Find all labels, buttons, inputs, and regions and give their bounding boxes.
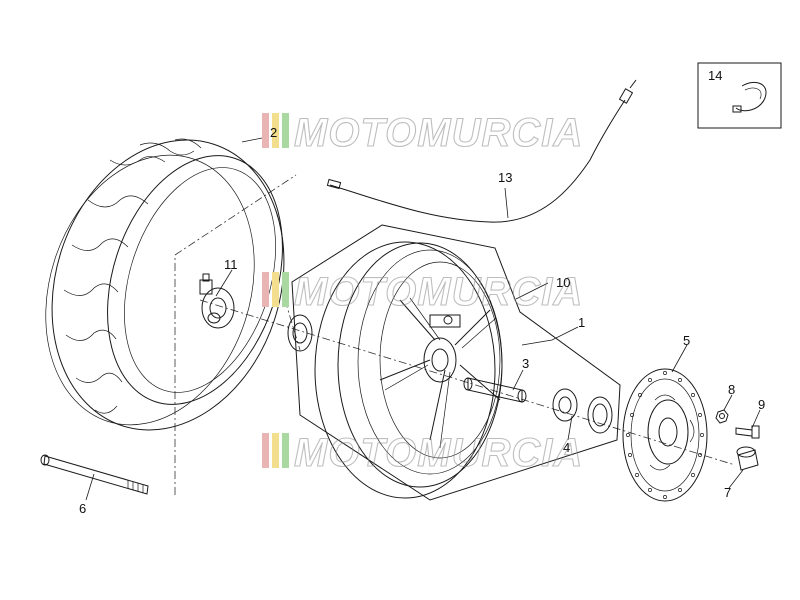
- spacer-part-3: [463, 377, 527, 403]
- callout-9: 9: [758, 397, 765, 412]
- leader-lines: [85, 137, 761, 501]
- brake-disc-part-5: [622, 368, 708, 502]
- watermark-text: MOTOMURCIA: [294, 431, 583, 475]
- callout-6: 6: [79, 501, 86, 516]
- axle-part-6: [40, 454, 149, 495]
- callout-8: 8: [728, 382, 735, 397]
- spacer-part-7: [736, 446, 759, 471]
- watermark-bottom: MOTOMURCIA: [262, 430, 583, 476]
- callout-5: 5: [683, 333, 690, 348]
- watermark-top: MOTOMURCIA: [262, 110, 583, 156]
- callout-14: 14: [708, 68, 722, 83]
- nut-part-8: [715, 409, 729, 424]
- watermark-text: MOTOMURCIA: [294, 111, 583, 155]
- callout-3: 3: [522, 356, 529, 371]
- bearing-left: [287, 314, 313, 352]
- callout-2: 2: [270, 125, 277, 140]
- callout-7: 7: [724, 485, 731, 500]
- watermark-middle: MOTOMURCIA: [262, 269, 583, 315]
- callout-10: 10: [556, 275, 570, 290]
- callout-1: 1: [578, 315, 585, 330]
- part-14-inset: [697, 62, 782, 129]
- wheel-rim-part-1: [291, 224, 621, 501]
- bolt-part-9: [735, 425, 760, 439]
- callout-13: 13: [498, 170, 512, 185]
- speedo-cable-part-13: [326, 79, 637, 223]
- speedo-drive-part-11: [199, 273, 235, 329]
- callout-4: 4: [563, 440, 570, 455]
- bearing-part-4: [552, 388, 613, 434]
- callout-labels: 1 2 3 4 5 6 7 8 9 10 11 13 14: [79, 68, 765, 516]
- watermark-text: MOTOMURCIA: [294, 270, 583, 314]
- callout-11: 11: [224, 257, 238, 272]
